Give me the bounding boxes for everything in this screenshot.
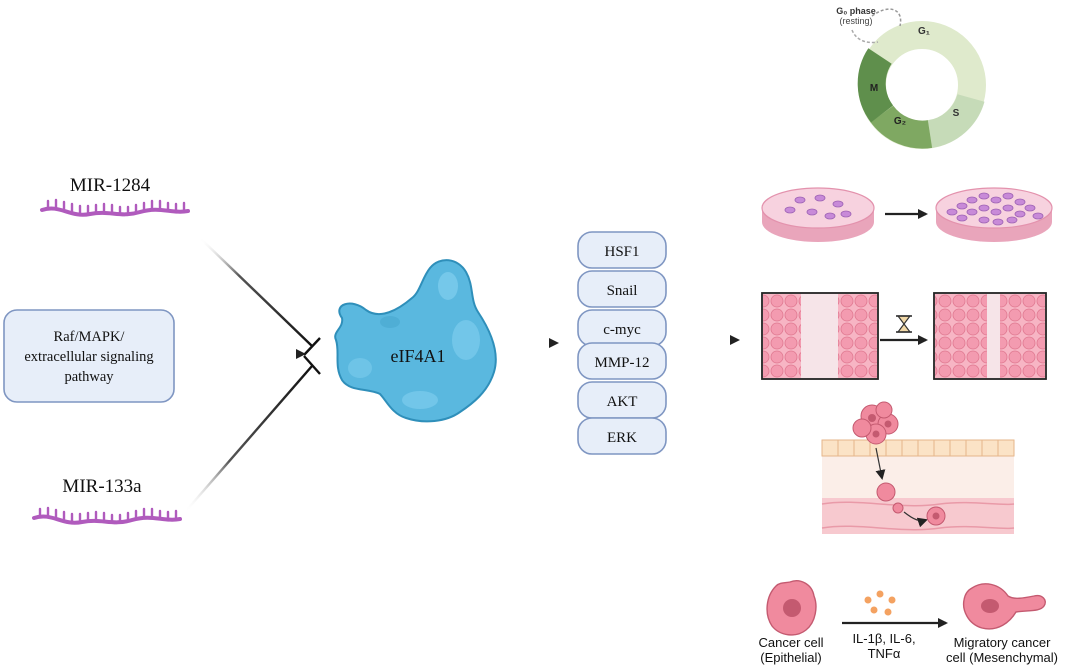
epithelial-label-1: Cancer cell	[758, 635, 823, 650]
cytokines-label-2: TNFα	[868, 646, 901, 661]
mesenchymal-label-1: Migratory cancer	[954, 635, 1051, 650]
cycle-g1-label: G₁	[918, 26, 930, 37]
mirna-top-label: MIR-1284	[70, 175, 151, 196]
epithelial-label-2: (Epithelial)	[760, 650, 821, 665]
target-label: HSF1	[604, 244, 639, 260]
target-item: MMP-12	[577, 342, 667, 380]
eif4a1-protein: eIF4A1	[334, 259, 497, 423]
pathway-line-1: Raf/MAPK/	[54, 329, 126, 345]
inhibition-from-mir1284	[199, 237, 321, 356]
cycle-g0-note: (resting)	[839, 16, 872, 26]
target-label: AKT	[607, 394, 638, 410]
pathway-box: Raf/MAPK/ extracellular signaling pathwa…	[3, 309, 175, 403]
mirna-bottom-label: MIR-133a	[62, 476, 142, 497]
target-item: AKT	[577, 381, 667, 419]
mirna-bottom-strand	[32, 506, 182, 525]
mesenchymal-label-2: cell (Mesenchymal)	[946, 650, 1058, 665]
target-item: ERK	[577, 417, 667, 455]
mesenchymal-cancer-cell	[962, 583, 1046, 630]
invasion-diagram	[821, 401, 1015, 534]
target-item: c-myc	[577, 309, 667, 347]
target-label: ERK	[607, 430, 637, 446]
cytokines-label-1: IL-1β, IL-6,	[852, 631, 915, 646]
target-label: MMP-12	[594, 355, 649, 371]
mirna-top-strand	[40, 198, 190, 217]
petri-dish-dense	[935, 187, 1053, 242]
wound-assay-before	[761, 292, 879, 380]
epithelial-cancer-cell	[766, 580, 817, 636]
protein-label: eIF4A1	[391, 346, 446, 366]
inhibition-from-mir133a	[184, 355, 321, 513]
cycle-m-label: M	[870, 83, 878, 94]
cell-cycle-diagram: G₁ S G₂ M G₀ phase (resting)	[836, 6, 986, 149]
target-item: Snail	[577, 270, 667, 308]
hourglass-icon	[896, 315, 912, 333]
wound-assay-after	[933, 292, 1047, 380]
target-item: HSF1	[577, 231, 667, 269]
pathway-line-2: extracellular signaling	[24, 349, 153, 365]
cycle-g2-label: G₂	[894, 116, 906, 127]
target-stack: HSF1 Snail c-myc MMP-12 AKT ERK	[577, 231, 667, 455]
pathway-line-3: pathway	[64, 369, 114, 385]
target-label: c-myc	[603, 322, 641, 338]
cytokine-dots	[864, 590, 896, 616]
target-label: Snail	[607, 283, 638, 299]
petri-dish-sparse	[761, 187, 875, 242]
cycle-g0-label: G₀ phase	[836, 6, 876, 16]
cycle-s-label: S	[953, 108, 960, 119]
